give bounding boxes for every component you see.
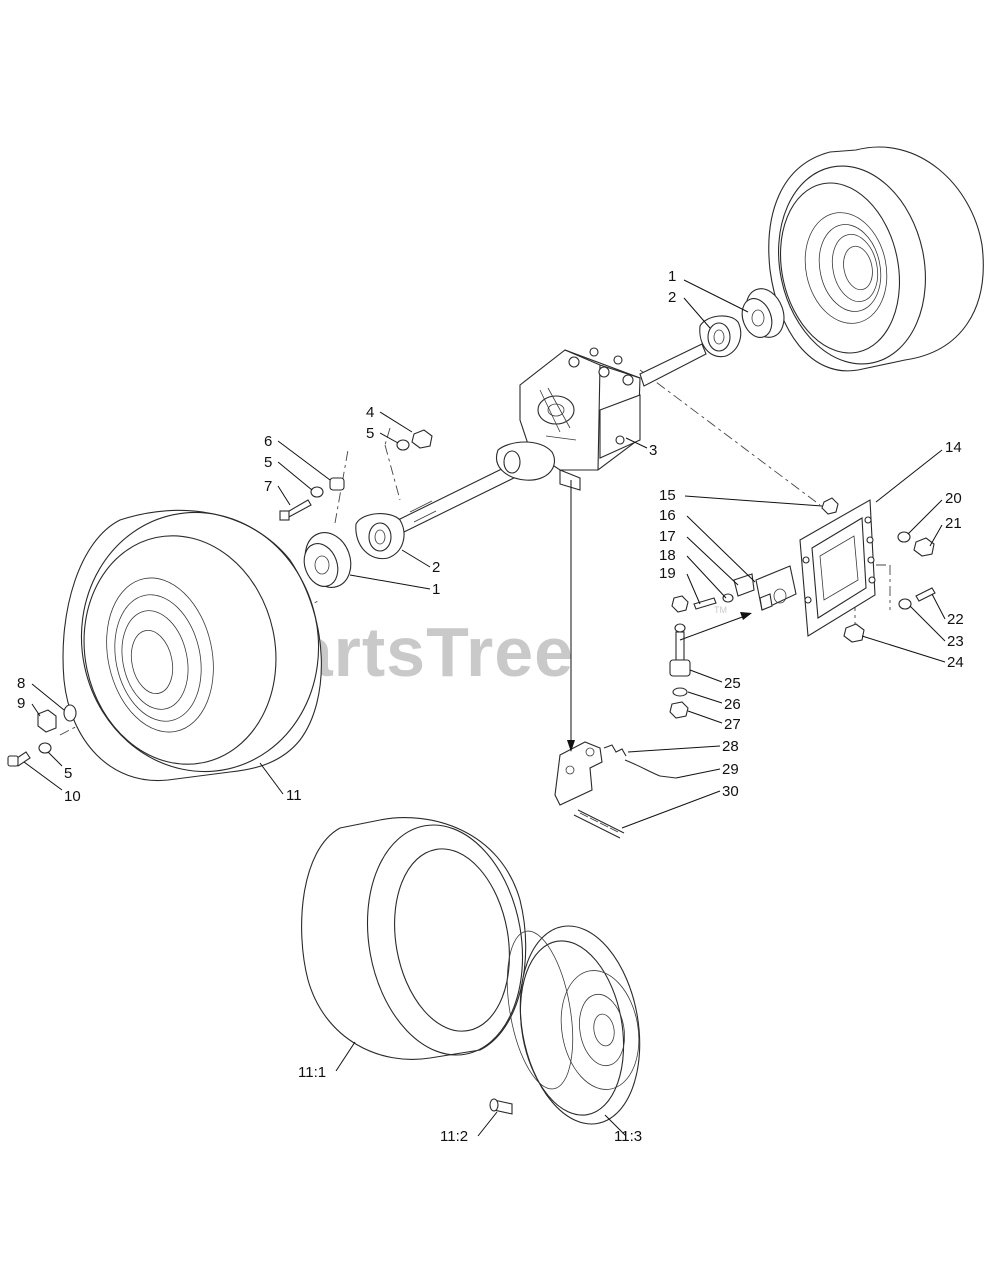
callout-3: 3 bbox=[649, 442, 657, 459]
watermark-trademark: TM bbox=[714, 605, 727, 615]
callout-29: 29 bbox=[722, 761, 739, 778]
callout-28: 28 bbox=[722, 738, 739, 755]
callout-8: 8 bbox=[17, 675, 25, 692]
callout-20: 20 bbox=[945, 490, 962, 507]
callout-5-lower: 5 bbox=[64, 765, 72, 782]
lower-tire bbox=[301, 817, 527, 1060]
callout-23: 23 bbox=[947, 633, 964, 650]
callout-14: 14 bbox=[945, 439, 962, 456]
callout-10: 10 bbox=[64, 788, 81, 805]
assembly-arrows bbox=[567, 480, 752, 752]
callout-11-1: 11:1 bbox=[298, 1064, 326, 1081]
bracket-hardware bbox=[821, 497, 936, 643]
callout-27: 27 bbox=[724, 716, 741, 733]
bumper-stack bbox=[669, 595, 691, 719]
callout-30: 30 bbox=[722, 783, 739, 800]
callout-2-left: 2 bbox=[432, 559, 440, 576]
callout-labels: 1 2 3 4 5 6 5 7 2 1 8 9 5 10 11 14 15 20… bbox=[17, 268, 964, 1145]
callout-1-right: 1 bbox=[668, 268, 676, 285]
left-main-wheel bbox=[62, 509, 322, 782]
callout-5-mid: 5 bbox=[264, 454, 272, 471]
lug-hardware bbox=[7, 704, 77, 767]
flange-hardware bbox=[279, 429, 433, 521]
transaxle-gearbox bbox=[496, 347, 641, 491]
right-hub bbox=[741, 288, 785, 338]
callout-5-upper: 5 bbox=[366, 425, 374, 442]
callout-1-left: 1 bbox=[432, 581, 440, 598]
callout-24: 24 bbox=[947, 654, 964, 671]
callout-21: 21 bbox=[945, 515, 962, 532]
wheel-rim bbox=[506, 925, 641, 1125]
callout-2-right: 2 bbox=[668, 289, 676, 306]
callout-26: 26 bbox=[724, 696, 741, 713]
brake-linkage bbox=[554, 741, 677, 839]
upper-right-wheel bbox=[768, 146, 984, 372]
callout-6: 6 bbox=[264, 433, 272, 450]
left-hub bbox=[303, 532, 352, 588]
callout-15: 15 bbox=[659, 487, 676, 504]
mounting-bracket bbox=[799, 499, 876, 637]
callout-19: 19 bbox=[659, 565, 676, 582]
callout-11-2: 11:2 bbox=[440, 1128, 468, 1145]
callout-4: 4 bbox=[366, 404, 374, 421]
callout-9: 9 bbox=[17, 695, 25, 712]
callout-18: 18 bbox=[659, 547, 676, 564]
callout-11-3: 11:3 bbox=[614, 1128, 642, 1145]
right-bearing-flange bbox=[699, 315, 742, 358]
callout-25: 25 bbox=[724, 675, 741, 692]
callout-7: 7 bbox=[264, 478, 272, 495]
valve-stem bbox=[489, 1098, 513, 1115]
leader-lines bbox=[23, 279, 946, 1137]
callout-22: 22 bbox=[947, 611, 964, 628]
callout-17: 17 bbox=[659, 528, 676, 545]
callout-11: 11 bbox=[286, 787, 302, 804]
callout-16: 16 bbox=[659, 507, 676, 524]
left-bearing-flange bbox=[355, 513, 405, 560]
pivot-bracket bbox=[693, 565, 797, 611]
